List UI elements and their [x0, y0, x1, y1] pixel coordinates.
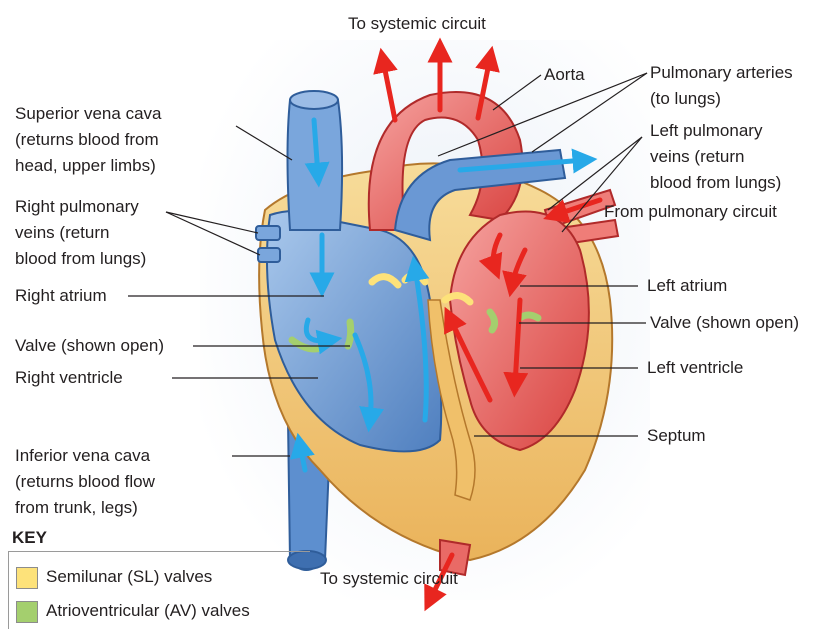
right-pulmonary-veins-label-line1: Right pulmonary: [15, 196, 139, 218]
inferior-vena-cava-label-line2: (returns blood flow: [15, 471, 155, 493]
right-pulmonary-veins-label-line3: blood from lungs): [15, 248, 146, 270]
top-systemic-circuit-label: To systemic circuit: [348, 13, 486, 35]
valve-left-side-label: Valve (shown open): [15, 335, 164, 357]
right-pulmonary-vein-lower: [258, 248, 280, 262]
key-top-border: [8, 551, 310, 552]
av-valve-mitral-b: [520, 315, 538, 318]
from-pulmonary-circuit-label: From pulmonary circuit: [604, 201, 777, 223]
right-atrium-label: Right atrium: [15, 285, 107, 307]
key-left-border: [8, 551, 9, 629]
key-swatch-semilunar: [16, 567, 38, 589]
bottom-systemic-circuit-label: To systemic circuit: [320, 568, 458, 590]
superior-vena-cava-label-line1: Superior vena cava: [15, 103, 161, 125]
key-swatch-atrioventricular: [16, 601, 38, 623]
right-pulmonary-vein-upper: [256, 226, 280, 240]
key-label-semilunar: Semilunar (SL) valves: [46, 566, 212, 588]
left-pulmonary-veins-label-line3: blood from lungs): [650, 172, 781, 194]
inferior-vena-cava-label-line1: Inferior vena cava: [15, 445, 150, 467]
key-title: KEY: [12, 528, 47, 548]
pulmonary-arteries-label-line2: (to lungs): [650, 88, 721, 110]
right-ventricle-label: Right ventricle: [15, 367, 123, 389]
left-pulmonary-veins-label-line1: Left pulmonary: [650, 120, 762, 142]
left-pulmonary-veins-label-line2: veins (return: [650, 146, 744, 168]
septum-label: Septum: [647, 425, 706, 447]
valve-right-side-label: Valve (shown open): [650, 312, 799, 334]
pulmonary-arteries-label-line1: Pulmonary arteries: [650, 62, 793, 84]
av-valve-tricuspid-b: [348, 322, 351, 346]
inferior-vena-cava-label-line3: from trunk, legs): [15, 497, 138, 519]
key-label-atrioventricular: Atrioventricular (AV) valves: [46, 600, 250, 622]
superior-vena-cava-label-line2: (returns blood from: [15, 129, 159, 151]
aorta-label: Aorta: [544, 64, 585, 86]
superior-vena-cava-label-line3: head, upper limbs): [15, 155, 156, 177]
left-atrium-label: Left atrium: [647, 275, 727, 297]
right-pulmonary-veins-label-line2: veins (return: [15, 222, 109, 244]
left-ventricle-label: Left ventricle: [647, 357, 743, 379]
